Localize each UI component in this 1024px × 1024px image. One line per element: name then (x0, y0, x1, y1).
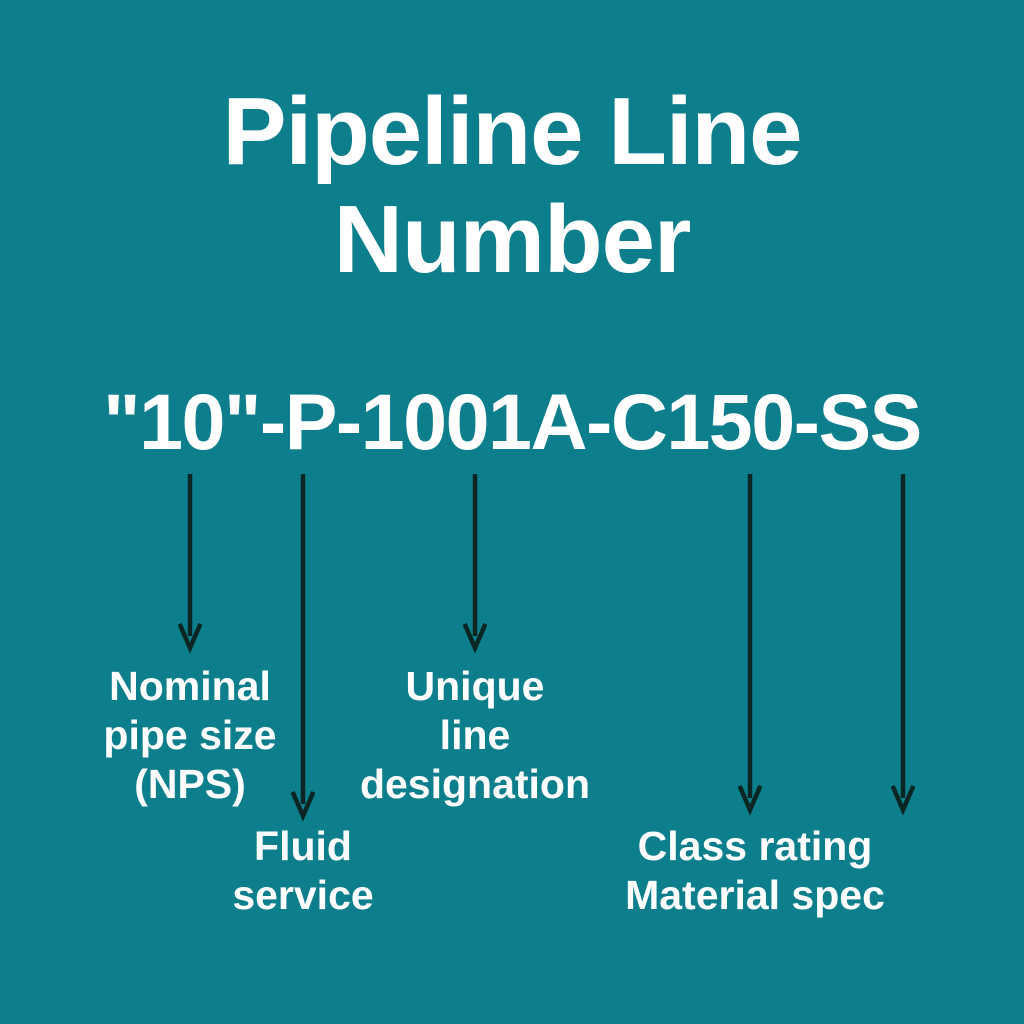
arrow-class-rating (738, 474, 762, 819)
arrow-unique-line-designation (463, 474, 487, 654)
title-line-2: Number (333, 186, 692, 293)
pipeline-line-number-code: "10"-P-1001A-C150-SS (103, 377, 922, 466)
label-fluid-service: Fluid service (232, 823, 374, 918)
label-nominal-pipe-size: Nominal pipe size (NPS) (103, 663, 277, 807)
label-unique-line-designation: Unique line designation (359, 663, 591, 807)
title-line-1: Pipeline Line (222, 78, 802, 185)
arrow-nominal-pipe-size (178, 474, 202, 654)
arrow-material-spec (891, 474, 915, 819)
label-material-spec: Material spec (625, 872, 885, 918)
label-class-rating: Class rating (637, 823, 873, 869)
page-title: Pipeline Line Number (0, 78, 1024, 294)
arrow-fluid-service (291, 474, 315, 824)
